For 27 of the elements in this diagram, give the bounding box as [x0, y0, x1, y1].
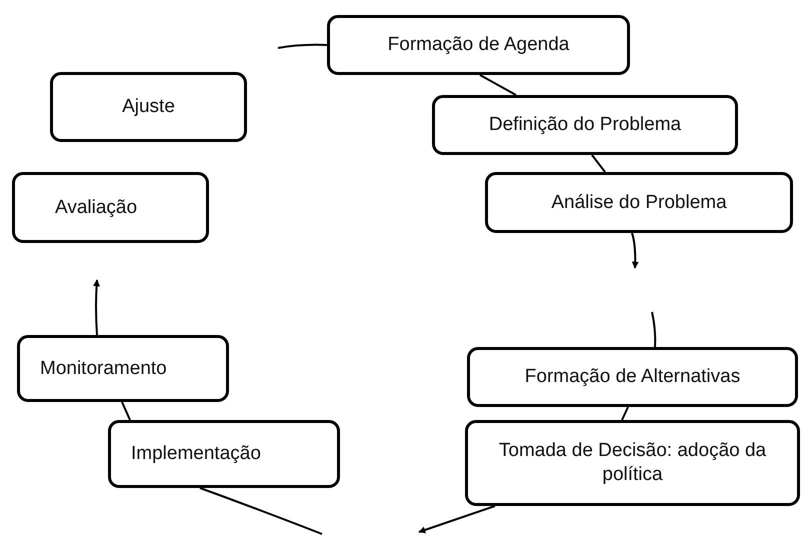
connector-line — [621, 406, 629, 420]
connector-line — [278, 44, 328, 49]
process-box — [327, 15, 630, 75]
process-box — [465, 420, 800, 506]
connector-line — [591, 154, 606, 173]
process-box — [467, 347, 798, 407]
arrow — [631, 232, 639, 269]
box-label: Ajuste — [122, 95, 175, 119]
process-box — [108, 420, 340, 488]
box-label: Avaliação — [55, 196, 138, 220]
process-box — [485, 172, 793, 233]
box-label: Definição do Problema — [488, 113, 682, 137]
arrow — [418, 505, 496, 534]
process-box — [432, 95, 738, 155]
box-label: Monitoramento — [40, 356, 167, 380]
box-label: Formação de Alternativas — [524, 365, 740, 389]
box-label: Implementação — [131, 442, 261, 466]
connector-line — [200, 487, 322, 535]
process-box — [12, 172, 209, 243]
box-label: Análise do Problema — [551, 190, 727, 214]
box-label: Tomada de Decisão: adoção da política — [498, 439, 768, 487]
process-box — [17, 335, 229, 402]
box-label: Formação de Agenda — [388, 33, 570, 57]
connector-line — [651, 312, 656, 348]
process-box — [50, 72, 247, 142]
arrow — [93, 279, 100, 336]
connector-line — [121, 402, 131, 420]
